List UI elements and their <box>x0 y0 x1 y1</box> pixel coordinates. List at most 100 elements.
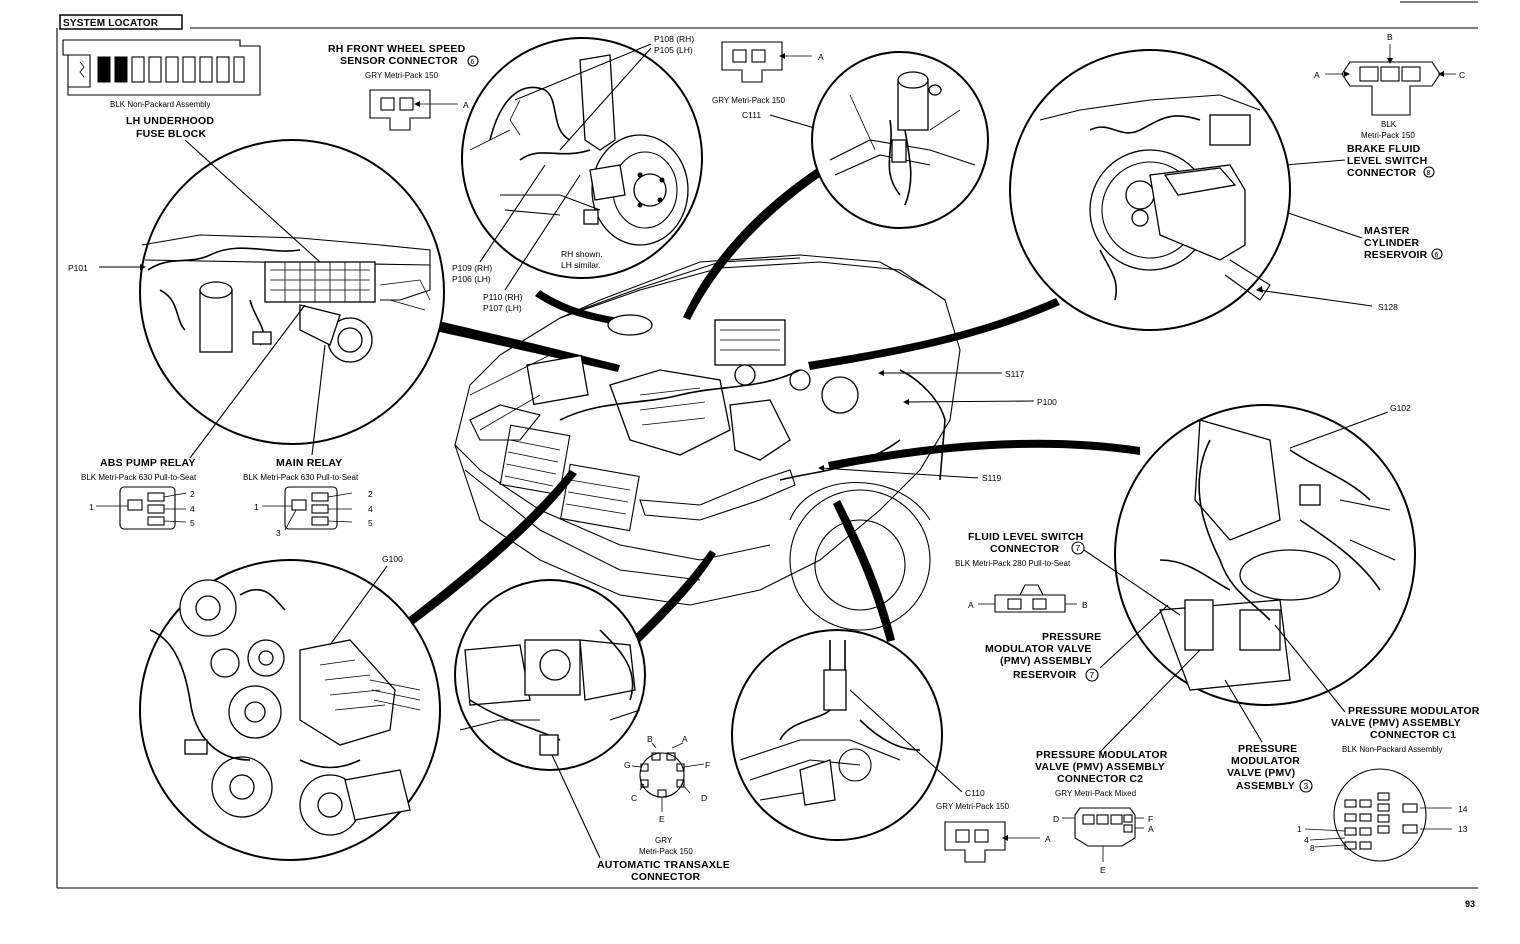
bf-line1: BRAKE FLUID <box>1347 143 1421 155</box>
pmvr-line2: MODULATOR VALVE <box>985 643 1092 655</box>
fuse-block-connector: BLK Non-Packard Assembly <box>62 39 261 109</box>
detail-c110 <box>731 629 943 841</box>
c1-pin-1: 1 <box>1297 824 1302 834</box>
svg-text:MASTER: MASTER <box>1364 225 1410 237</box>
abs-pump-relay-callout: ABS PUMP RELAY BLK Metri-Pack 630 Pull-t… <box>81 457 197 530</box>
trans-pin-b: B <box>647 734 653 744</box>
svg-text:BRAKE FLUID: BRAKE FLUID <box>1347 143 1421 155</box>
header-title-box: SYSTEM LOCATOR <box>59 14 183 30</box>
pmv-c2-callout: PRESSURE MODULATOR VALVE (PMV) ASSEMBLY … <box>1035 649 1201 875</box>
bf-badge: 8 <box>1427 170 1431 177</box>
pmv-c1-callout: PRESSURE MODULATOR VALVE (PMV) ASSEMBLY … <box>1274 624 1480 862</box>
p110-line: P110 (RH) <box>483 292 523 302</box>
c2-line3: CONNECTOR C2 <box>1057 773 1143 785</box>
c110-callout: C110 GRY Metri-Pack 150 A <box>849 689 1051 863</box>
trans-line1: AUTOMATIC TRANSAXLE <box>597 859 730 871</box>
rh-shown-line2: LH similar. <box>561 260 601 270</box>
band-g102 <box>828 439 1140 470</box>
label-p101: P101 <box>68 263 88 273</box>
fluid-level-switch-callout: FLUID LEVEL SWITCH CONNECTOR 7 BLK Metri… <box>955 531 1181 616</box>
svg-text:VALVE (PMV) ASSEMBLY: VALVE (PMV) ASSEMBLY <box>1331 717 1461 729</box>
label-c110: C110 <box>965 788 985 798</box>
main-pin-4: 4 <box>368 504 373 514</box>
pmvr-badge: 7 <box>1090 670 1095 680</box>
svg-text:RH FRONT WHEEL SPEED: RH FRONT WHEEL SPEED <box>328 43 466 55</box>
c2-pin-f: F <box>1148 814 1153 824</box>
svg-text:AUTOMATIC TRANSAXLE: AUTOMATIC TRANSAXLE <box>597 859 730 871</box>
trans-pin-a: A <box>682 734 688 744</box>
svg-text:LEVEL SWITCH: LEVEL SWITCH <box>1347 155 1427 167</box>
svg-text:CONNECTOR C2: CONNECTOR C2 <box>1057 773 1143 785</box>
pmvr-line4: RESERVOIR <box>1013 669 1077 681</box>
label-p100: P100 <box>1037 397 1057 407</box>
rh-wheel-speed-callout: RH FRONT WHEEL SPEED SENSOR CONNECTOR 6 … <box>328 43 479 131</box>
leader-fuse-block <box>184 139 321 263</box>
c111-spec: GRY Metri-Pack 150 <box>712 96 786 105</box>
bf-pin-c: C <box>1459 70 1465 80</box>
svg-text:P105 (LH): P105 (LH) <box>654 45 693 55</box>
trans-pin-g: G <box>624 760 631 770</box>
c110-spec: GRY Metri-Pack 150 <box>936 802 1010 811</box>
pmv-assembly-label: PRESSURE MODULATOR VALVE (PMV) ASSEMBLY … <box>1224 679 1313 793</box>
trans-line2: CONNECTOR <box>631 871 700 883</box>
fl-spec: BLK Metri-Pack 280 Pull-to-Seat <box>955 559 1071 568</box>
trans-pin-f: F <box>705 760 710 770</box>
trans-spec-line1: GRY <box>655 836 673 845</box>
c2-line1: PRESSURE MODULATOR <box>1036 749 1168 761</box>
band-c111 <box>683 163 830 320</box>
rh-wss-spec: GRY Metri-Pack 150 <box>365 71 439 80</box>
c2-spec: GRY Metri-Pack Mixed <box>1055 789 1136 798</box>
bf-line3: CONNECTOR <box>1347 167 1416 179</box>
band-g100 <box>405 470 577 627</box>
c1-pin-13: 13 <box>1458 824 1468 834</box>
c1-line1: PRESSURE MODULATOR <box>1348 705 1480 717</box>
label-c111: C111 <box>742 110 761 120</box>
c111-pin-a: A <box>818 52 824 62</box>
rh-wss-line2: SENSOR CONNECTOR <box>340 55 458 67</box>
label-g102: G102 <box>1390 403 1411 413</box>
detail-transaxle <box>454 579 646 771</box>
bf-spec-line1: BLK <box>1381 120 1397 129</box>
band-fuse-block <box>422 318 620 372</box>
fl-line1: FLUID LEVEL SWITCH <box>968 531 1083 543</box>
vehicle-front-view <box>454 254 961 631</box>
svg-text:P109 (RH): P109 (RH) <box>452 263 492 273</box>
svg-text:CONNECTOR: CONNECTOR <box>1347 167 1416 179</box>
main-relay-title: MAIN RELAY <box>276 457 342 469</box>
svg-text:PRESSURE MODULATOR: PRESSURE MODULATOR <box>1036 749 1168 761</box>
brake-fluid-label: BRAKE FLUID LEVEL SWITCH CONNECTOR 8 <box>1224 143 1435 179</box>
rh-shown-line1: RH shown. <box>561 249 603 259</box>
trans-spec-line2: Metri-Pack 150 <box>639 847 693 856</box>
car-leaders: S117 P100 S119 <box>818 369 1057 483</box>
c2-pin-e: E <box>1100 865 1106 875</box>
detail-g100-engine <box>139 559 441 861</box>
main-pin-1: 1 <box>254 502 259 512</box>
svg-text:PRESSURE MODULATOR: PRESSURE MODULATOR <box>1348 705 1480 717</box>
mc-line3: RESERVOIR <box>1364 249 1428 261</box>
brake-fluid-connector: B A C BLK Metri-Pack 150 <box>1314 32 1465 140</box>
rh-wss-line1: RH FRONT WHEEL SPEED <box>328 43 466 55</box>
pmva-line3: VALVE (PMV) <box>1227 767 1295 779</box>
svg-text:FUSE BLOCK: FUSE BLOCK <box>136 128 206 140</box>
bf-pin-b: B <box>1387 32 1393 42</box>
svg-text:MODULATOR VALVE: MODULATOR VALVE <box>985 643 1092 655</box>
band-transaxle <box>630 550 716 646</box>
svg-text:Metri-Pack 150: Metri-Pack 150 <box>1361 131 1415 140</box>
bf-line2: LEVEL SWITCH <box>1347 155 1427 167</box>
fl-pin-b: B <box>1082 600 1088 610</box>
svg-text:LH UNDERHOOD: LH UNDERHOOD <box>126 115 214 127</box>
c1-pin-14: 14 <box>1458 804 1468 814</box>
c2-pin-d: D <box>1053 814 1059 824</box>
svg-text:(PMV) ASSEMBLY: (PMV) ASSEMBLY <box>1000 655 1092 667</box>
svg-text:CONNECTOR C1: CONNECTOR C1 <box>1370 729 1456 741</box>
c2-pin-a: A <box>1148 824 1154 834</box>
svg-text:VALVE (PMV) ASSEMBLY: VALVE (PMV) ASSEMBLY <box>1035 761 1165 773</box>
c1-spec: BLK Non-Packard Assembly <box>1342 745 1443 754</box>
c1-pin-8: 8 <box>1310 843 1315 853</box>
svg-text:CONNECTOR: CONNECTOR <box>990 543 1059 555</box>
label-s117: S117 <box>1005 369 1024 379</box>
svg-text:P106 (LH): P106 (LH) <box>452 274 491 284</box>
lh-fuse-block-line2: FUSE BLOCK <box>136 128 206 140</box>
c1-pin-4: 4 <box>1304 835 1309 845</box>
